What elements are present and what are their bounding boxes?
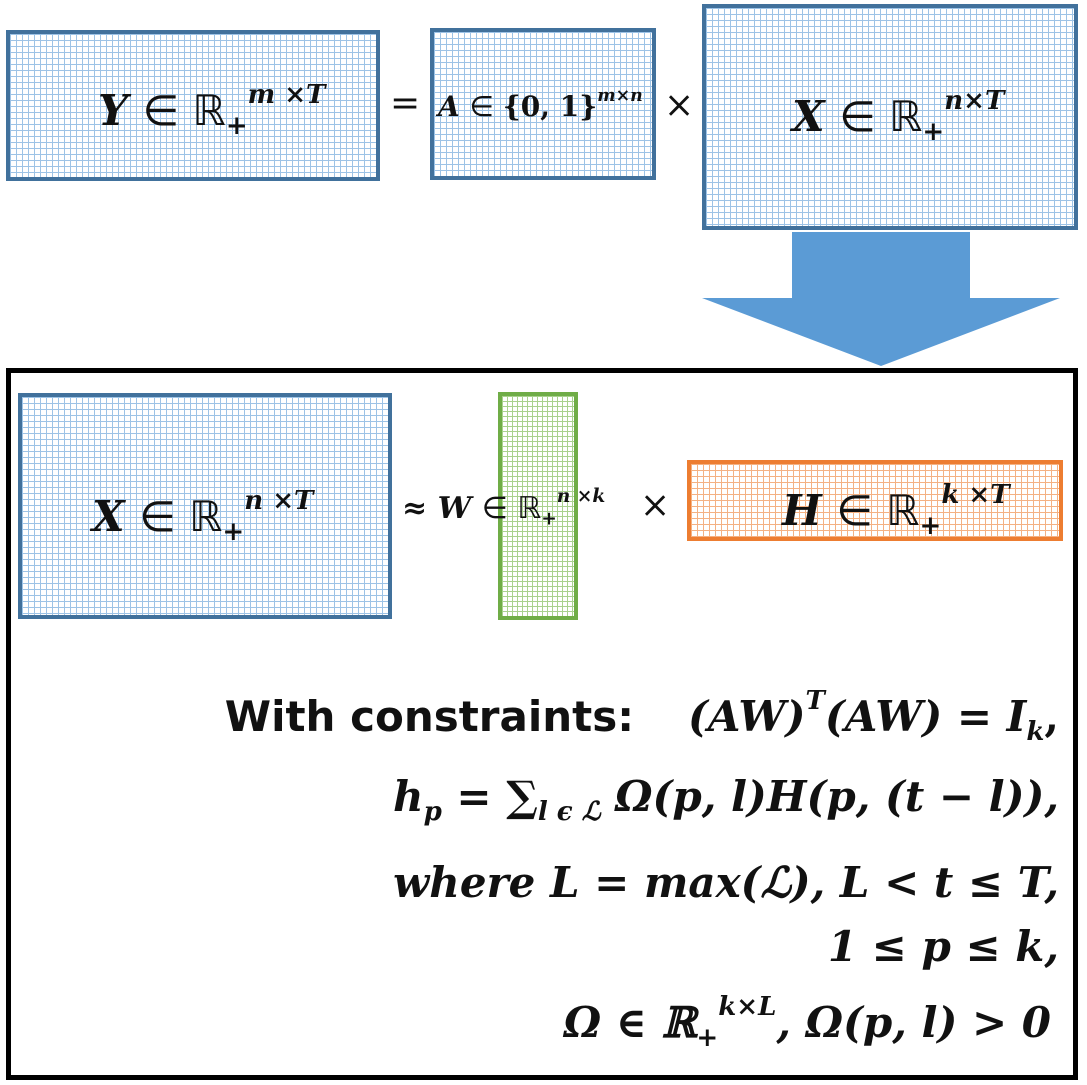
times-sign-bottom: × [640, 485, 671, 526]
matrix-h-box [687, 460, 1063, 541]
constraint-line-5: Ω ∈ ℝ+k×L, Ω(p, l) > 0 [563, 992, 1051, 1054]
matrix-y-box [6, 30, 380, 181]
matrix-w-box [498, 392, 578, 620]
matrix-x-bottom-box [18, 393, 392, 619]
matrix-x-top-label: X ∈ ℝ+n×T [792, 86, 1005, 148]
matrix-a-box [430, 28, 656, 180]
matrix-h-label: H ∈ ℝ+k ×T [782, 480, 1010, 542]
decomposition-frame [6, 368, 1078, 1080]
constraint-line-1: With constraints:(AW)T(AW) = Ik, [224, 686, 1059, 748]
times-sign-top: × [664, 85, 695, 126]
matrix-y-label: Y ∈ ℝ+m ×T [98, 80, 326, 142]
matrix-a-label: A ∈ {0, 1}m×n [438, 86, 643, 123]
constraint-line-3: where L = max(ℒ), L < t ≤ T, [393, 858, 1059, 907]
equals-sign: = [390, 83, 421, 124]
constraints-heading: With constraints: [224, 692, 635, 742]
matrix-x-top-box [702, 4, 1078, 230]
matrix-w-label: ≈ W ∈ ℝ+n ×k [402, 486, 606, 530]
down-arrow-icon [702, 232, 1060, 366]
constraint-line-4: 1 ≤ p ≤ k, [827, 922, 1059, 971]
constraint-line-2: hp = ∑l ϵ ℒ Ω(p, l)H(p, (t − l)), [393, 772, 1059, 828]
matrix-x-bottom-label: X ∈ ℝ+n ×T [92, 486, 314, 548]
